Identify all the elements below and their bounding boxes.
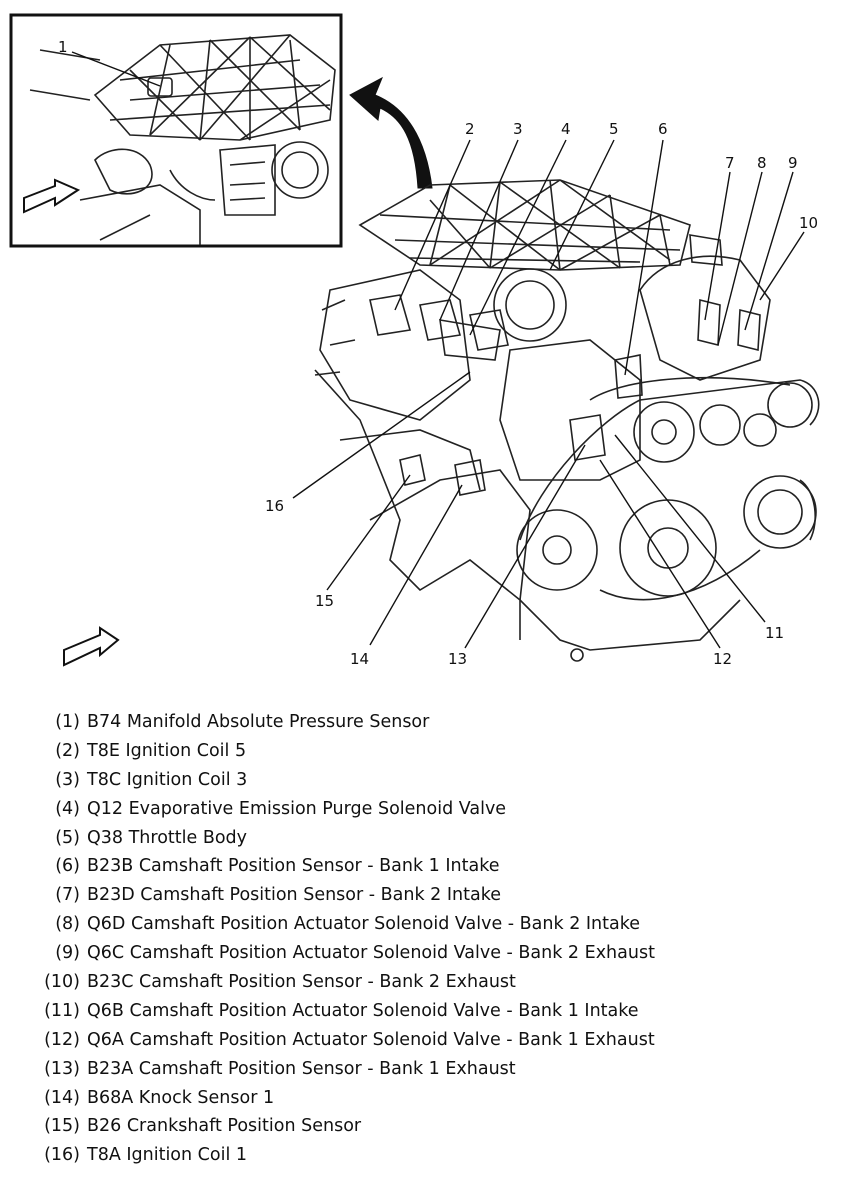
direction-arrow [63, 626, 120, 667]
callout-2: 2 [465, 120, 475, 138]
callout-5: 5 [609, 120, 619, 138]
callout-3: 3 [513, 120, 523, 138]
callout-11: 11 [765, 624, 784, 642]
legend-item: (6)B23B Camshaft Position Sensor - Bank … [55, 856, 500, 877]
callout-9: 9 [788, 154, 798, 172]
legend-item: (13)B23A Camshaft Position Sensor - Bank… [44, 1058, 516, 1079]
legend-item: (2)T8E Ignition Coil 5 [55, 740, 247, 761]
legend-item: (10)B23C Camshaft Position Sensor - Bank… [44, 972, 516, 993]
legend-item: (12)Q6A Camshaft Position Actuator Solen… [44, 1029, 655, 1050]
legend-list: (1)B74 Manifold Absolute Pressure Sensor… [0, 708, 847, 1170]
engine-diagram: 1 2 3 4 5 6 7 8 9 10 11 12 13 14 15 16 [9, 13, 820, 668]
legend-item: (11)Q6B Camshaft Position Actuator Solen… [44, 1000, 639, 1021]
legend-item: (7)B23D Camshaft Position Sensor - Bank … [55, 885, 501, 906]
callout-15: 15 [315, 592, 334, 610]
callout-6: 6 [658, 120, 668, 138]
legend-item: (9)Q6C Camshaft Position Actuator Soleno… [55, 943, 655, 964]
engine-illustration [314, 179, 820, 662]
callout-14: 14 [350, 650, 369, 668]
legend-item: (14)B68A Knock Sensor 1 [44, 1087, 275, 1108]
callout-8: 8 [757, 154, 767, 172]
callout-12: 12 [713, 650, 732, 668]
callout-4: 4 [561, 120, 571, 138]
callout-16: 16 [265, 497, 284, 515]
legend-item: (4)Q12 Evaporative Emission Purge Soleno… [55, 798, 507, 819]
legend-item: (3)T8C Ignition Coil 3 [55, 769, 248, 790]
leader-lines [292, 139, 805, 649]
callout-1: 1 [58, 38, 68, 56]
inset-direction-arrow [23, 178, 81, 214]
callout-13: 13 [448, 650, 467, 668]
callout-7: 7 [725, 154, 735, 172]
legend-item: (1)B74 Manifold Absolute Pressure Sensor [55, 712, 430, 732]
inset-detail [9, 13, 343, 248]
legend-item: (8)Q6D Camshaft Position Actuator Soleno… [55, 914, 641, 935]
callout-numbers: 1 2 3 4 5 6 7 8 9 10 11 12 13 14 15 16 [58, 38, 818, 668]
legend-item: (5)Q38 Throttle Body [55, 827, 247, 848]
legend-item: (16)T8A Ignition Coil 1 [44, 1145, 248, 1166]
callout-10: 10 [799, 214, 818, 232]
legend-item: (15)B26 Crankshaft Position Sensor [44, 1116, 362, 1137]
curved-arrow [349, 76, 433, 189]
